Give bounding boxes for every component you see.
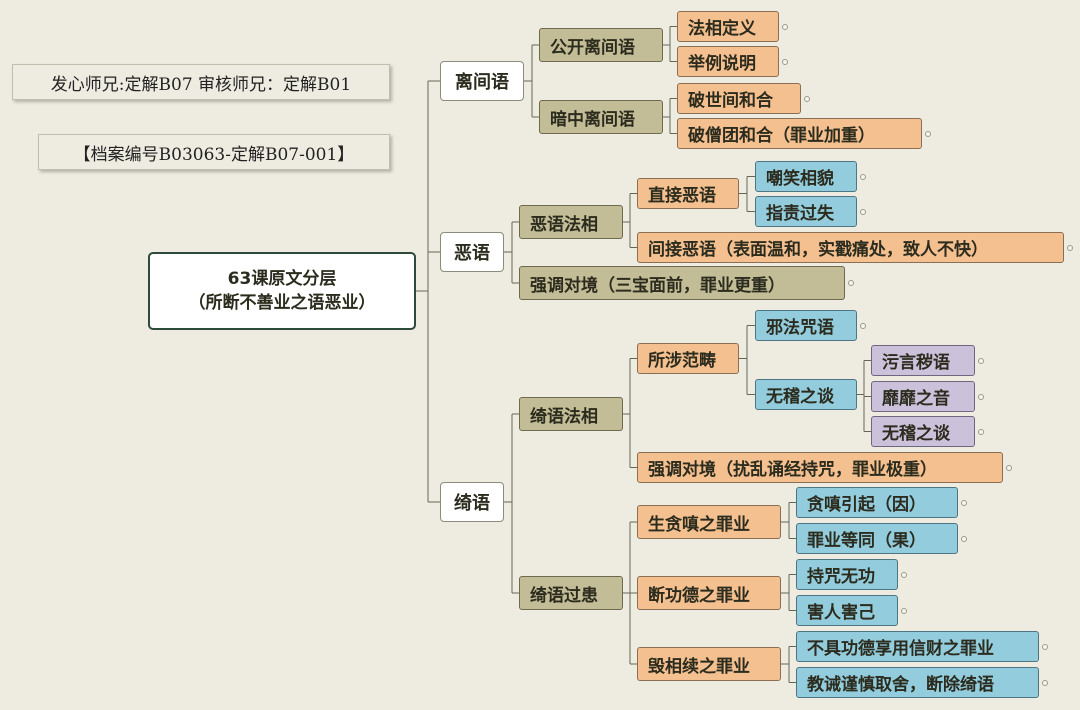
- expand-dot-icon[interactable]: [782, 58, 788, 65]
- expand-dot-icon[interactable]: [804, 95, 810, 102]
- expand-dot-icon[interactable]: [860, 208, 866, 215]
- expand-dot-icon[interactable]: [961, 535, 967, 542]
- connector-node-eyu: [504, 221, 519, 284]
- root-title: 63课原文分层: [227, 269, 337, 289]
- archive-number-box: 【档案编号B03063-定解B07-001】: [38, 134, 390, 170]
- expand-dot-icon[interactable]: [925, 130, 931, 137]
- node-qiyu[interactable]: 绮语: [440, 482, 504, 522]
- node-zhize-guoshi[interactable]: 指责过失: [755, 196, 857, 227]
- node-wuyan-huiyu[interactable]: 污言秽语: [871, 345, 975, 376]
- node-qiyu-faults[interactable]: 绮语过患: [519, 576, 623, 610]
- connector-node-qiyu-faults: [623, 521, 637, 665]
- expand-dot-icon[interactable]: [848, 280, 854, 286]
- connector-node-direct-eyu: [739, 176, 755, 212]
- connector-root-node: [416, 80, 440, 503]
- node-wuji-zhitan-2[interactable]: 无稽之谈: [871, 416, 975, 447]
- expand-dot-icon[interactable]: [1042, 643, 1048, 650]
- expand-dot-icon[interactable]: [978, 393, 984, 400]
- connector-node-qiyu-faxiang: [623, 358, 637, 468]
- connector-node-liyu: [524, 44, 539, 118]
- connector-node-suoshe-fanchou: [739, 325, 755, 395]
- node-eyu[interactable]: 恶语: [440, 232, 504, 272]
- node-eyu-faxiang[interactable]: 恶语法相: [519, 205, 623, 239]
- authors-box: 发心师兄:定解B07 审核师兄：定解B01: [12, 64, 390, 100]
- expand-dot-icon[interactable]: [1042, 679, 1048, 686]
- node-hairen-haiji[interactable]: 害人害己: [796, 595, 898, 626]
- node-po-shijian[interactable]: 破世间和合: [677, 83, 801, 114]
- node-tanchen-yinqi[interactable]: 贪嗔引起（因）: [796, 487, 958, 518]
- expand-dot-icon[interactable]: [860, 322, 866, 329]
- node-duangongde[interactable]: 断功德之罪业: [637, 576, 781, 610]
- expand-dot-icon[interactable]: [961, 499, 967, 506]
- node-public-liyu[interactable]: 公开离间语: [539, 28, 663, 62]
- node-juli-shuoming[interactable]: 举例说明: [677, 46, 779, 77]
- node-liyu[interactable]: 离间语: [440, 61, 524, 101]
- node-huixiangxu[interactable]: 毁相续之罪业: [637, 647, 781, 681]
- connector-node-public-liyu: [663, 26, 677, 62]
- expand-dot-icon[interactable]: [782, 23, 788, 30]
- node-direct-eyu[interactable]: 直接恶语: [637, 178, 739, 209]
- expand-dot-icon[interactable]: [901, 571, 907, 578]
- connector-node-wuji-zhitan: [857, 360, 871, 432]
- node-bujugongde[interactable]: 不具功德享用信财之罪业: [796, 631, 1039, 662]
- expand-dot-icon[interactable]: [1006, 464, 1012, 471]
- node-chaoxiao-xiangmao[interactable]: 嘲笑相貌: [755, 161, 857, 192]
- node-suoshe-fanchou[interactable]: 所涉范畴: [637, 343, 739, 374]
- connector-node-qiyu: [504, 413, 519, 594]
- node-xiefa-zhouyu[interactable]: 邪法咒语: [755, 310, 857, 341]
- expand-dot-icon[interactable]: [860, 173, 866, 180]
- expand-dot-icon[interactable]: [978, 428, 984, 435]
- node-indirect-eyu[interactable]: 间接恶语（表面温和，实戳痛处，致人不快）: [637, 232, 1064, 263]
- node-qiyu-emphasis[interactable]: 强调对境（扰乱诵经持咒，罪业极重）: [637, 452, 1003, 483]
- expand-dot-icon[interactable]: [978, 357, 984, 364]
- node-hidden-liyu[interactable]: 暗中离间语: [539, 100, 663, 134]
- node-wuji-zhitan[interactable]: 无稽之谈: [755, 379, 857, 410]
- node-qiyu-faxiang[interactable]: 绮语法相: [519, 397, 623, 431]
- node-chizhou-wugong[interactable]: 持咒无功: [796, 559, 898, 590]
- node-eyu-emphasis[interactable]: 强调对境（三宝面前，罪业更重）: [519, 266, 845, 300]
- connector-node-eyu-faxiang: [623, 193, 637, 248]
- node-zuiye-dengtong[interactable]: 罪业等同（果）: [796, 523, 958, 554]
- connector-node-shengtanchen: [781, 502, 796, 539]
- node-jiaojie-jinshen[interactable]: 教诫谨慎取舍，断除绮语: [796, 667, 1039, 698]
- node-shengtanchen[interactable]: 生贪嗔之罪业: [637, 505, 781, 539]
- node-po-sengtuan[interactable]: 破僧团和合（罪业加重）: [677, 118, 922, 149]
- connector-node-huixiangxu: [781, 646, 796, 683]
- connector-node-duangongde: [781, 574, 796, 611]
- expand-dot-icon[interactable]: [901, 607, 907, 614]
- node-faxiang-dingyi[interactable]: 法相定义: [677, 11, 779, 42]
- node-mimi-zhiyin[interactable]: 靡靡之音: [871, 381, 975, 412]
- root-subtitle: （所断不善业之语恶业）: [188, 293, 376, 313]
- connector-node-hidden-liyu: [663, 98, 677, 134]
- expand-dot-icon[interactable]: [1067, 244, 1073, 251]
- root-node[interactable]: 63课原文分层 （所断不善业之语恶业）: [148, 252, 416, 330]
